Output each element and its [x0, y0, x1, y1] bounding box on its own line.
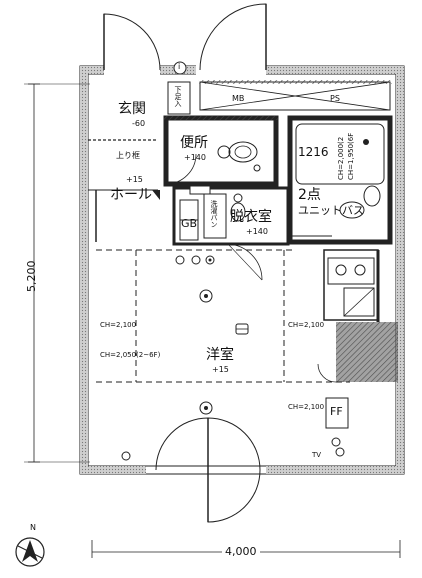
- raised-floor-label: 上り框: [116, 151, 140, 160]
- hall-label: ホール: [110, 187, 152, 203]
- entrance-label: 玄関: [118, 101, 146, 117]
- gb-label: GB: [181, 217, 198, 230]
- mb-label: MB: [232, 94, 245, 103]
- unit-bath-label-2: ユニットバス: [298, 204, 364, 217]
- info-mark-label: i: [178, 62, 181, 71]
- shoe-box-label: 下足入: [174, 86, 182, 107]
- toilet-room: [163, 115, 279, 187]
- unit-bath-label-1: 2点: [298, 187, 321, 203]
- ceiling-light-icon: [199, 289, 213, 303]
- dressing-level: +140: [246, 227, 268, 236]
- width-dimension-label: 4,000: [222, 546, 260, 557]
- washer-label: 洗濯パン: [210, 200, 218, 228]
- ff-label: FF: [330, 405, 343, 418]
- tv-label: TV: [312, 451, 322, 459]
- ps-label: PS: [330, 94, 340, 103]
- washer-pan: [203, 193, 227, 239]
- compass-label: N: [30, 523, 36, 532]
- dressing-label: 脱衣室: [230, 209, 272, 225]
- toilet-bowl-icon: [228, 141, 258, 163]
- raised-floor-level: +15: [126, 175, 143, 184]
- ch-left-upper: CH=2,100: [100, 321, 137, 329]
- shoe-box: [167, 81, 191, 115]
- ch-left-mid: CH=2,050(2~6F): [100, 351, 161, 359]
- bath-ch2-label: CH=1,950(6F: [347, 132, 355, 180]
- ch-right-upper: CH=2,100: [288, 321, 325, 329]
- entrance-level: -60: [132, 119, 146, 128]
- entrance-door-opening: [104, 64, 160, 76]
- unit-bath: [287, 115, 393, 245]
- ch-right-lower: CH=2,100: [288, 403, 325, 411]
- toilet-level: +140: [184, 153, 206, 162]
- western-room-label: 洋室: [206, 347, 234, 363]
- balcony-opening: [146, 462, 266, 478]
- bath-model-label: 1216: [298, 145, 329, 159]
- height-dimension-label: 5,200: [25, 260, 38, 293]
- ff-outlet: [325, 397, 349, 429]
- toilet-label: 便所: [180, 135, 208, 151]
- dressing-door: [227, 243, 263, 281]
- basin-icon: [363, 185, 381, 207]
- info-marker-icon: [173, 61, 187, 75]
- western-room-level: +15: [212, 365, 229, 374]
- bath-ch1-label: CH=2,000(2: [337, 136, 345, 180]
